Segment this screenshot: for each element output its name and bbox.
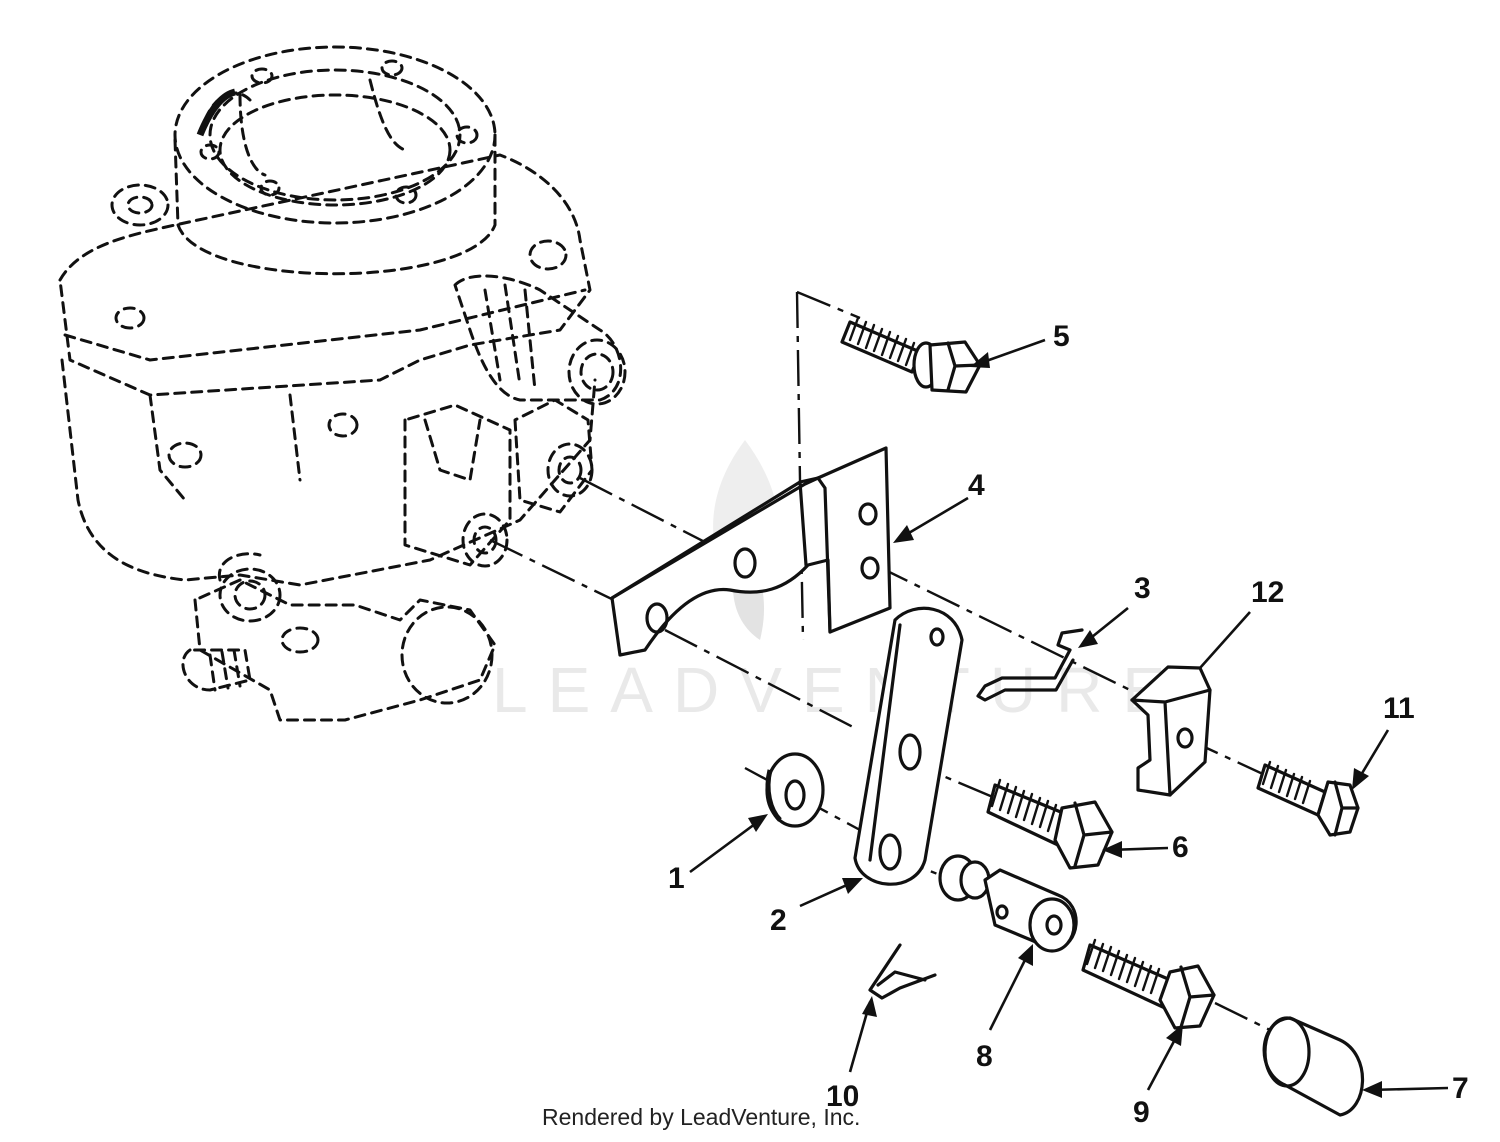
callout-6-label: 6 bbox=[1172, 831, 1189, 864]
callout-8: 8 bbox=[976, 944, 1033, 1073]
part-8-rod-end bbox=[938, 854, 1078, 953]
part-2-link-plate bbox=[853, 606, 964, 886]
callout-4: 4 bbox=[893, 469, 985, 543]
callout-9-label: 9 bbox=[1133, 1096, 1150, 1129]
callout-8-label: 8 bbox=[976, 1040, 993, 1073]
callout-7: 7 bbox=[1362, 1072, 1469, 1105]
callout-6: 6 bbox=[1102, 831, 1189, 864]
part-7-cap bbox=[1262, 1016, 1365, 1117]
part-11-cap-screw bbox=[1256, 760, 1360, 837]
render-credit: Rendered by LeadVenture, Inc. bbox=[542, 1104, 861, 1130]
part-6-hex-bolt bbox=[986, 778, 1114, 870]
callout-12-label: 12 bbox=[1251, 576, 1284, 609]
part-5-flange-bolt bbox=[840, 316, 982, 394]
callout-11: 11 bbox=[1352, 692, 1415, 790]
callout-5-label: 5 bbox=[1053, 320, 1070, 353]
part-4-bracket bbox=[610, 446, 892, 657]
callout-10: 10 bbox=[826, 996, 877, 1113]
callout-2-label: 2 bbox=[770, 904, 787, 937]
callout-5: 5 bbox=[970, 320, 1070, 368]
part-1-washer bbox=[765, 752, 825, 828]
callout-3: 3 bbox=[1078, 572, 1151, 648]
callout-12: 12 bbox=[1199, 576, 1284, 669]
callout-9: 9 bbox=[1133, 1024, 1183, 1129]
callout-10-label: 10 bbox=[826, 1080, 859, 1113]
callout-2: 2 bbox=[770, 878, 863, 937]
part-3-wire-clip bbox=[976, 628, 1084, 702]
callout-1: 1 bbox=[668, 814, 768, 895]
part-9-hex-bolt bbox=[1081, 938, 1216, 1030]
part-12-clamp-block bbox=[1130, 665, 1212, 797]
watermark-text: LEADVENTURE bbox=[492, 654, 1185, 726]
callout-11-label: 11 bbox=[1383, 692, 1415, 725]
callout-3-label: 3 bbox=[1134, 572, 1151, 605]
callout-4-label: 4 bbox=[968, 469, 985, 502]
carburetor-body bbox=[58, 45, 627, 722]
callout-1-label: 1 bbox=[668, 862, 685, 895]
callouts: 5 4 3 12 11 6 bbox=[668, 320, 1469, 1129]
part-10-hairpin-clip bbox=[868, 943, 937, 1000]
callout-7-label: 7 bbox=[1452, 1072, 1469, 1105]
